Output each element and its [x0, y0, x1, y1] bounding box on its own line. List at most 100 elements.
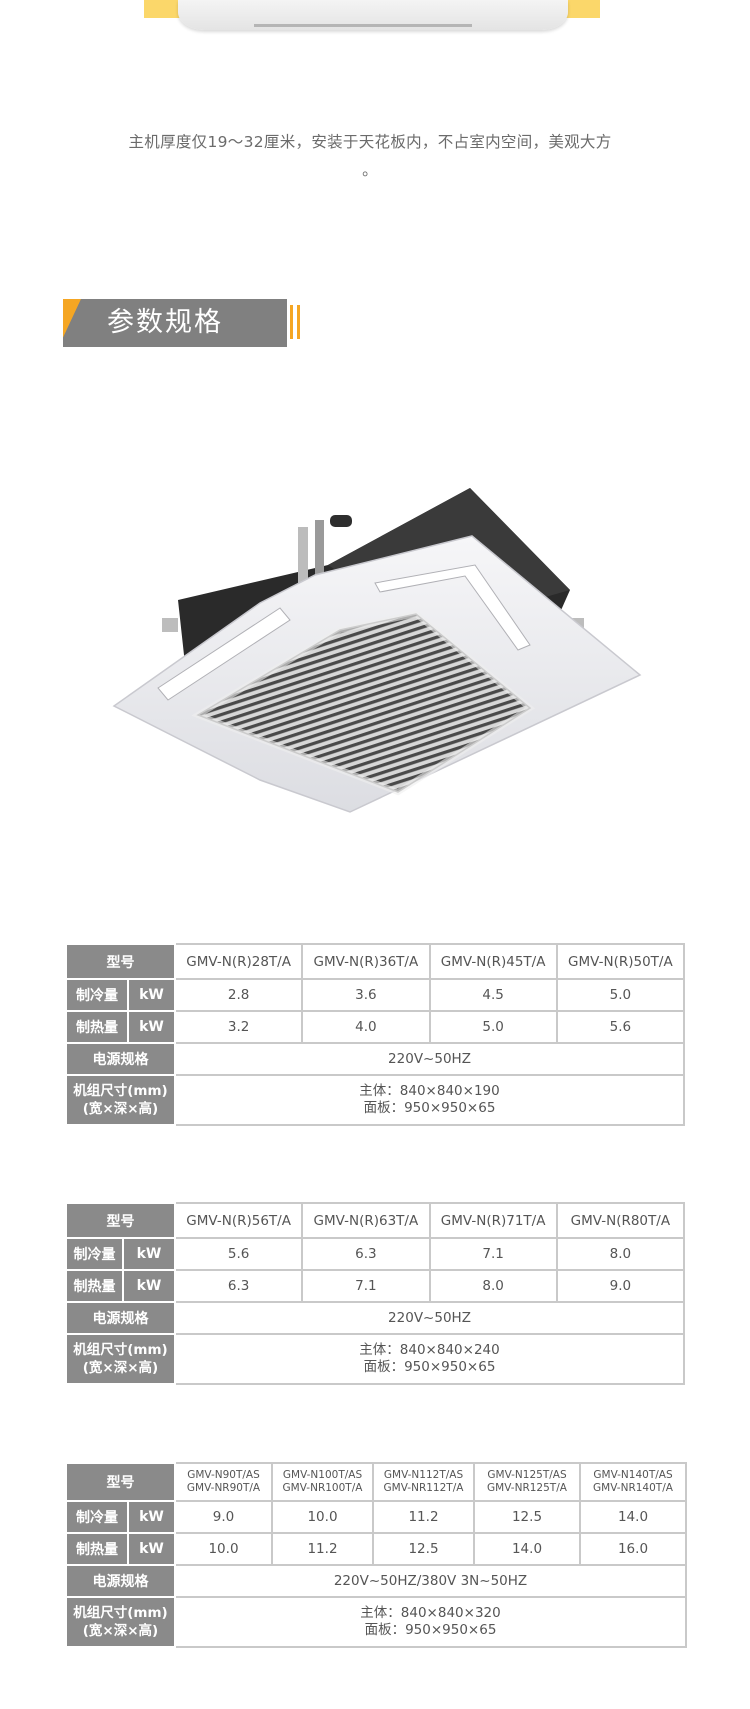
- label-dimensions: 机组尺寸(mm) (宽×深×高): [65, 1596, 176, 1648]
- dim-main: 主体：840×840×320: [360, 1605, 501, 1621]
- intro-line-1: 主机厚度仅19～32厘米，安装于天花板内，不占室内空间，美观大方: [128, 133, 612, 151]
- table-row-dimensions: 机组尺寸(mm) (宽×深×高) 主体：840×840×190 面板：950×9…: [65, 1074, 685, 1126]
- label-unit: kW: [127, 1532, 176, 1566]
- table-row-cooling: 制冷量 kW 9.0 10.0 11.2 12.5 14.0: [65, 1500, 687, 1534]
- table-row-dimensions: 机组尺寸(mm) (宽×深×高) 主体：840×840×240 面板：950×9…: [65, 1333, 685, 1385]
- label-unit: kW: [127, 1010, 176, 1044]
- cooling-value: 11.2: [372, 1500, 475, 1534]
- label-cooling: 制冷量: [65, 978, 129, 1012]
- power-value: 220V~50HZ: [174, 1301, 685, 1335]
- heating-value: 9.0: [555, 1269, 686, 1303]
- heating-value: 3.2: [173, 1010, 304, 1044]
- model-name: GMV-N90T/AS: [187, 1469, 260, 1481]
- bracket: [162, 618, 178, 632]
- label-heating: 制热量: [65, 1532, 129, 1566]
- dim-panel: 面板：950×950×65: [363, 1100, 496, 1116]
- label-dim-line-2: (宽×深×高): [82, 1101, 159, 1117]
- label-dim-line-1: 机组尺寸(mm): [73, 1605, 168, 1621]
- heating-value: 14.0: [473, 1532, 581, 1566]
- cassette-ac-product-image: [112, 488, 642, 813]
- model-cell: GMV-N(R)63T/A: [301, 1202, 431, 1239]
- model-cell: GMV-N(R)28T/A: [173, 943, 304, 980]
- label-model: 型号: [65, 1202, 176, 1239]
- table-row-cooling: 制冷量 kW 2.8 3.6 4.5 5.0: [65, 978, 686, 1012]
- label-unit: kW: [127, 1500, 176, 1534]
- model-cell: GMV-N(R)45T/A: [428, 943, 558, 980]
- model-cell: GMV-N100T/AS GMV-NR100T/A: [271, 1462, 374, 1502]
- section-title-accent: [63, 299, 85, 347]
- section-title: 参数规格: [63, 299, 287, 347]
- heating-value: 7.1: [301, 1269, 431, 1303]
- dimensions-value: 主体：840×840×190 面板：950×950×65: [174, 1074, 685, 1126]
- table-row-power: 电源规格 220V~50HZ: [65, 1042, 685, 1076]
- dim-main: 主体：840×840×240: [359, 1342, 500, 1358]
- label-power: 电源规格: [65, 1301, 176, 1335]
- cooling-value: 3.6: [301, 978, 431, 1012]
- unit-slot: [254, 24, 472, 27]
- model-name: GMV-N125T/AS: [487, 1469, 567, 1481]
- cooling-value: 4.5: [428, 978, 558, 1012]
- table-row-model: 型号 GMV-N(R)56T/A GMV-N(R)63T/A GMV-N(R)7…: [65, 1202, 686, 1239]
- heating-value: 16.0: [579, 1532, 687, 1566]
- model-cell: GMV-N112T/AS GMV-NR112T/A: [372, 1462, 475, 1502]
- cooling-value: 9.0: [174, 1500, 273, 1534]
- cooling-value: 12.5: [473, 1500, 581, 1534]
- louver: [157, 607, 291, 701]
- label-power: 电源规格: [65, 1042, 176, 1076]
- label-heating: 制热量: [65, 1269, 124, 1303]
- spec-table-2: 型号 GMV-N(R)56T/A GMV-N(R)63T/A GMV-N(R)7…: [65, 1202, 686, 1385]
- label-model: 型号: [65, 1462, 176, 1502]
- label-dim-line-2: (宽×深×高): [82, 1360, 159, 1376]
- label-cooling: 制冷量: [65, 1500, 129, 1534]
- label-heating: 制热量: [65, 1010, 129, 1044]
- ceiling-unit-side-view: [178, 0, 568, 30]
- label-unit: kW: [122, 1269, 176, 1303]
- model-cell: GMV-N(R)36T/A: [301, 943, 431, 980]
- table-row-power: 电源规格 220V~50HZ/380V 3N~50HZ: [65, 1564, 687, 1598]
- dim-panel: 面板：950×950×65: [363, 1359, 496, 1375]
- label-unit: kW: [122, 1237, 176, 1271]
- cooling-value: 8.0: [555, 1237, 686, 1271]
- model-name: GMV-NR125T/A: [487, 1482, 567, 1494]
- section-title-bar: [297, 305, 300, 339]
- pipe: [298, 527, 308, 597]
- model-cell: GMV-N140T/AS GMV-NR140T/A: [579, 1462, 687, 1502]
- label-dim-line-1: 机组尺寸(mm): [73, 1342, 168, 1358]
- table-row-dimensions: 机组尺寸(mm) (宽×深×高) 主体：840×840×320 面板：950×9…: [65, 1596, 687, 1648]
- dim-panel: 面板：950×950×65: [364, 1622, 497, 1638]
- label-model: 型号: [65, 943, 176, 980]
- model-name: GMV-NR112T/A: [383, 1482, 464, 1494]
- heating-value: 6.3: [173, 1269, 304, 1303]
- table-row-model: 型号 GMV-N(R)28T/A GMV-N(R)36T/A GMV-N(R)4…: [65, 943, 686, 980]
- pipe: [315, 520, 324, 580]
- model-cell: GMV-N(R)56T/A: [173, 1202, 304, 1239]
- dim-main: 主体：840×840×190: [359, 1083, 500, 1099]
- table-row-heating: 制热量 kW 3.2 4.0 5.0 5.6: [65, 1010, 686, 1044]
- model-cell: GMV-N125T/AS GMV-NR125T/A: [473, 1462, 581, 1502]
- dimensions-value: 主体：840×840×320 面板：950×950×65: [174, 1596, 687, 1648]
- spec-table-1: 型号 GMV-N(R)28T/A GMV-N(R)36T/A GMV-N(R)4…: [65, 943, 686, 1126]
- table-row-heating: 制热量 kW 6.3 7.1 8.0 9.0: [65, 1269, 686, 1303]
- cooling-value: 5.6: [173, 1237, 304, 1271]
- power-value: 220V~50HZ/380V 3N~50HZ: [174, 1564, 687, 1598]
- model-name: GMV-NR140T/A: [593, 1482, 673, 1494]
- heating-value: 11.2: [271, 1532, 374, 1566]
- table-row-model: 型号 GMV-N90T/AS GMV-NR90T/A GMV-N100T/AS …: [65, 1462, 687, 1502]
- label-dim-line-2: (宽×深×高): [82, 1623, 159, 1639]
- label-unit: kW: [127, 978, 176, 1012]
- label-dim-line-1: 机组尺寸(mm): [73, 1083, 168, 1099]
- section-title-text: 参数规格: [107, 307, 223, 338]
- cooling-value: 6.3: [301, 1237, 431, 1271]
- table-row-power: 电源规格 220V~50HZ: [65, 1301, 685, 1335]
- spec-table-3: 型号 GMV-N90T/AS GMV-NR90T/A GMV-N100T/AS …: [65, 1462, 687, 1648]
- heating-value: 10.0: [174, 1532, 273, 1566]
- label-dimensions: 机组尺寸(mm) (宽×深×高): [65, 1333, 176, 1385]
- cooling-value: 2.8: [173, 978, 304, 1012]
- cooling-value: 14.0: [579, 1500, 687, 1534]
- label-cooling: 制冷量: [65, 1237, 124, 1271]
- heating-value: 5.6: [555, 1010, 686, 1044]
- pipe: [330, 515, 352, 527]
- model-cell: GMV-N(R)71T/A: [428, 1202, 558, 1239]
- table-row-heating: 制热量 kW 10.0 11.2 12.5 14.0 16.0: [65, 1532, 687, 1566]
- label-dimensions: 机组尺寸(mm) (宽×深×高): [65, 1074, 176, 1126]
